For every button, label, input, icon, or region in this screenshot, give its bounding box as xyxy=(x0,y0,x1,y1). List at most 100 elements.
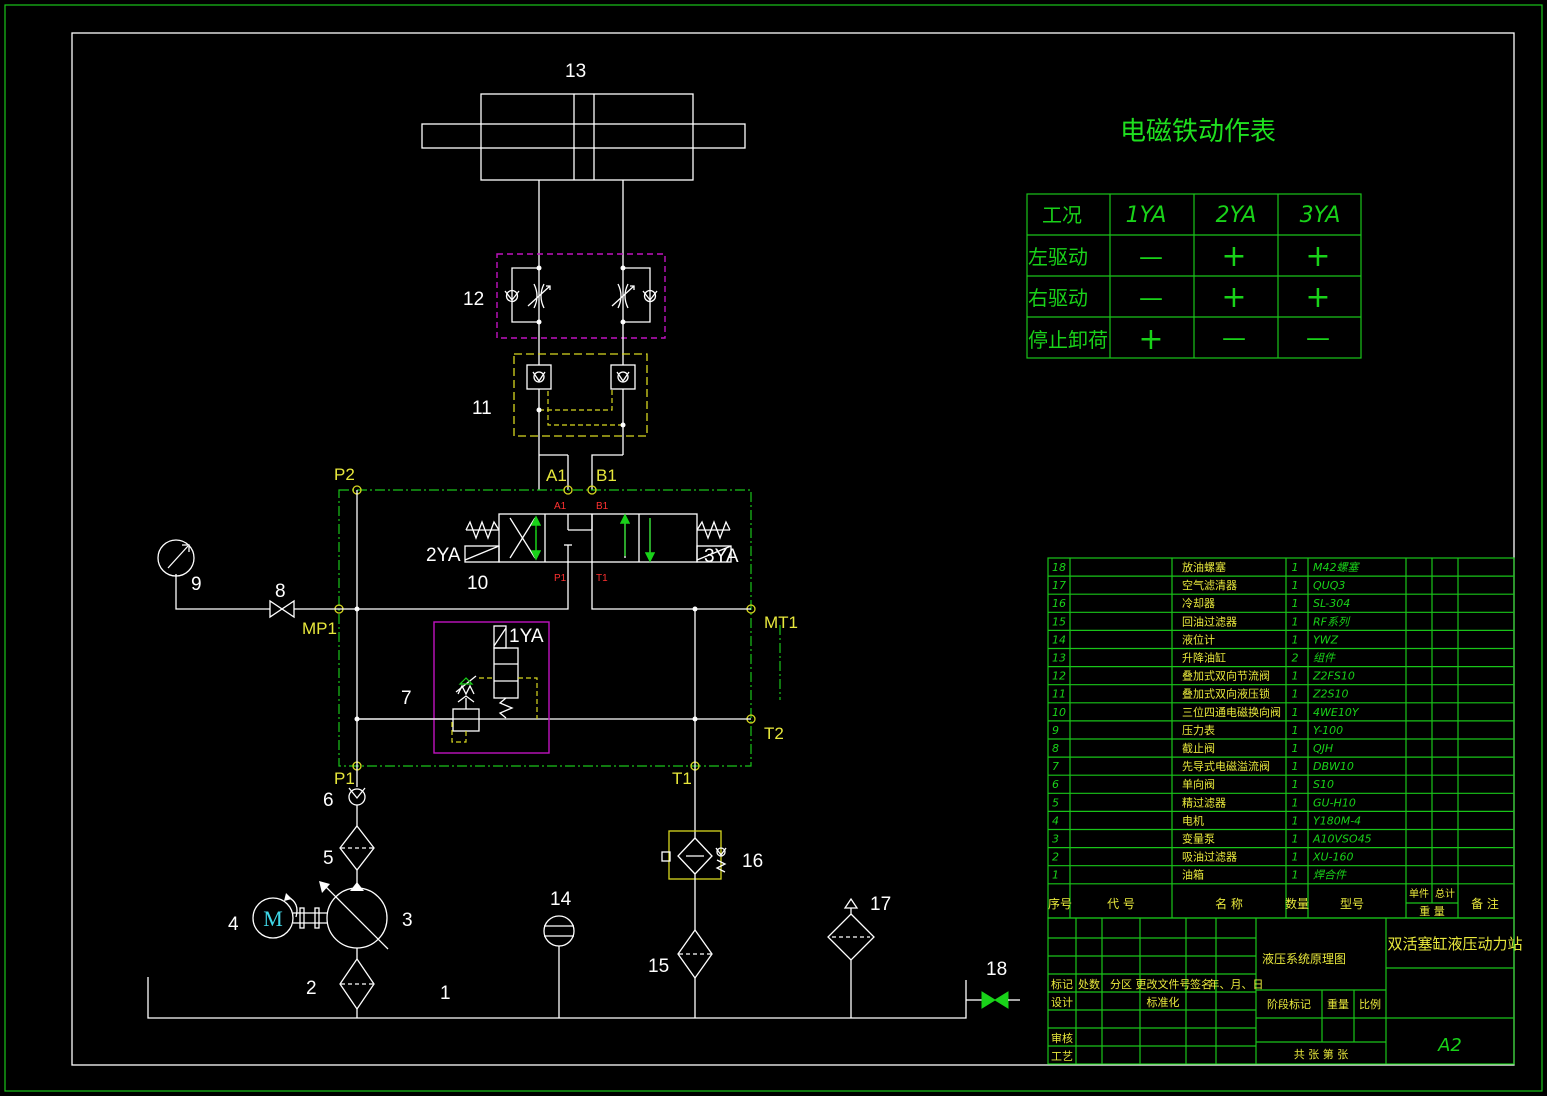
tb-size: A2 xyxy=(1437,1035,1462,1056)
parts-row-no: 8 xyxy=(1052,742,1059,755)
manifold-block xyxy=(338,489,752,767)
parts-header-name: 名 称 xyxy=(1215,896,1243,911)
label-3: 3 xyxy=(402,910,413,931)
parts-row-model: GU-H10 xyxy=(1313,796,1356,809)
parts-row-qty: 1 xyxy=(1292,706,1299,719)
drawing-name: 液压系统原理图 xyxy=(1262,951,1346,966)
parts-row-qty: 1 xyxy=(1292,851,1299,864)
parts-row-qty: 1 xyxy=(1292,670,1299,683)
parts-row-no: 7 xyxy=(1052,760,1059,773)
pump-line xyxy=(319,766,389,1018)
parts-row-qty: 2 xyxy=(1292,652,1299,665)
parts-row-qty: 1 xyxy=(1292,724,1299,737)
parts-row-name: 先导式电磁溢流阀 xyxy=(1182,759,1270,773)
table-cell: + xyxy=(1221,280,1246,315)
label-1: 1 xyxy=(440,983,451,1004)
tb-stage-mark: 阶段标记 xyxy=(1267,997,1311,1011)
parts-header-model: 型号 xyxy=(1340,897,1364,911)
valve-port-t1: T1 xyxy=(596,573,608,584)
tb-date: 年、月、日 xyxy=(1209,977,1264,991)
solenoid-table xyxy=(1026,193,1362,359)
parts-row-qty: 1 xyxy=(1292,597,1299,610)
table-header-3ya: 3YA xyxy=(1300,203,1341,228)
parts-row-model: 组件 xyxy=(1313,652,1336,665)
port-mt1: MT1 xyxy=(764,613,798,632)
table-header-2ya: 2YA xyxy=(1216,203,1257,228)
parts-header-qty: 数量 xyxy=(1285,896,1309,911)
parts-row-no: 6 xyxy=(1052,778,1059,791)
port-b1: B1 xyxy=(596,466,617,485)
hydraulic-lock-11 xyxy=(513,353,648,490)
label-11: 11 xyxy=(472,398,492,419)
parts-row-no: 17 xyxy=(1052,579,1066,592)
parts-row-no: 3 xyxy=(1052,833,1059,846)
parts-row-model: DBW10 xyxy=(1313,760,1354,773)
pressure-gauge-9 xyxy=(157,539,195,577)
tb-scale: 比例 xyxy=(1359,997,1381,1011)
parts-row-qty: 1 xyxy=(1292,760,1299,773)
parts-row-model: SL-304 xyxy=(1313,597,1350,610)
air-filter-17 xyxy=(827,897,875,1018)
return-line xyxy=(661,766,727,1018)
port-a1: A1 xyxy=(546,466,567,485)
outer-frame xyxy=(4,4,1543,1092)
parts-row-no: 13 xyxy=(1052,652,1066,665)
parts-row-no: 1 xyxy=(1052,869,1059,882)
motor-letter: M xyxy=(263,906,283,931)
parts-header-total: 总计 xyxy=(1435,887,1455,900)
motor-4 xyxy=(252,893,327,939)
tb-process: 工艺 xyxy=(1051,1050,1073,1063)
parts-row-name: 油箱 xyxy=(1182,868,1204,882)
parts-row-model: Y180M-4 xyxy=(1313,814,1361,827)
tb-standardize: 标准化 xyxy=(1147,995,1180,1009)
parts-header-unit: 单件 xyxy=(1409,888,1429,900)
label-9: 9 xyxy=(191,574,202,595)
parts-row-name: 电机 xyxy=(1182,813,1204,827)
valve-port-a1: A1 xyxy=(554,501,567,512)
port-t2: T2 xyxy=(764,724,784,743)
port-t1: T1 xyxy=(672,769,692,788)
parts-row-qty: 1 xyxy=(1292,688,1299,701)
parts-row-qty: 1 xyxy=(1292,778,1299,791)
parts-row-model: QJH xyxy=(1313,742,1333,755)
solenoid-1ya: 1YA xyxy=(509,626,544,647)
parts-row-qty: 1 xyxy=(1292,742,1299,755)
parts-row-model: YWZ xyxy=(1313,633,1339,646)
throttle-valve-12 xyxy=(496,253,666,365)
tb-mark: 标记 xyxy=(1051,977,1073,991)
parts-row-qty: 1 xyxy=(1292,814,1299,827)
label-16: 16 xyxy=(742,851,763,872)
parts-row-name: 精过滤器 xyxy=(1182,796,1226,809)
parts-row-no: 18 xyxy=(1052,561,1066,574)
parts-row-no: 12 xyxy=(1052,670,1066,683)
parts-row-name: 升降油缸 xyxy=(1182,651,1226,665)
parts-row-qty: 1 xyxy=(1292,869,1299,882)
table-header-condition: 工况 xyxy=(1042,203,1082,227)
parts-header-remark: 备 注 xyxy=(1471,896,1499,911)
parts-row-qty: 1 xyxy=(1292,633,1299,646)
valve-port-b1: B1 xyxy=(596,501,609,512)
table-cell: + xyxy=(1221,239,1246,274)
parts-row-model: S10 xyxy=(1313,778,1334,791)
parts-header-weight: 重 量 xyxy=(1419,904,1445,918)
parts-row-no: 5 xyxy=(1052,796,1059,809)
parts-row-name: 截止阀 xyxy=(1182,741,1215,755)
project-title: 双活塞缸液压动力站 xyxy=(1387,935,1522,953)
parts-row-name: 叠加式双向液压锁 xyxy=(1182,687,1270,701)
table-row-left: 左驱动 xyxy=(1028,245,1088,269)
label-17: 17 xyxy=(870,894,891,915)
table-header-1ya: 1YA xyxy=(1126,203,1167,228)
table-row-right: 右驱动 xyxy=(1028,286,1088,310)
solenoid-table-title: 电磁铁动作表 xyxy=(1120,117,1276,147)
relief-valve-7 xyxy=(357,621,550,754)
parts-row-name: 放油螺塞 xyxy=(1182,560,1226,574)
solenoid-3ya: 3YA xyxy=(704,546,739,567)
label-14: 14 xyxy=(550,889,572,910)
parts-row-name: 变量泵 xyxy=(1182,832,1215,846)
label-4: 4 xyxy=(228,914,239,935)
parts-row-no: 15 xyxy=(1052,615,1066,628)
tb-count: 处数 xyxy=(1078,978,1100,991)
inner-frame xyxy=(71,32,1515,1066)
